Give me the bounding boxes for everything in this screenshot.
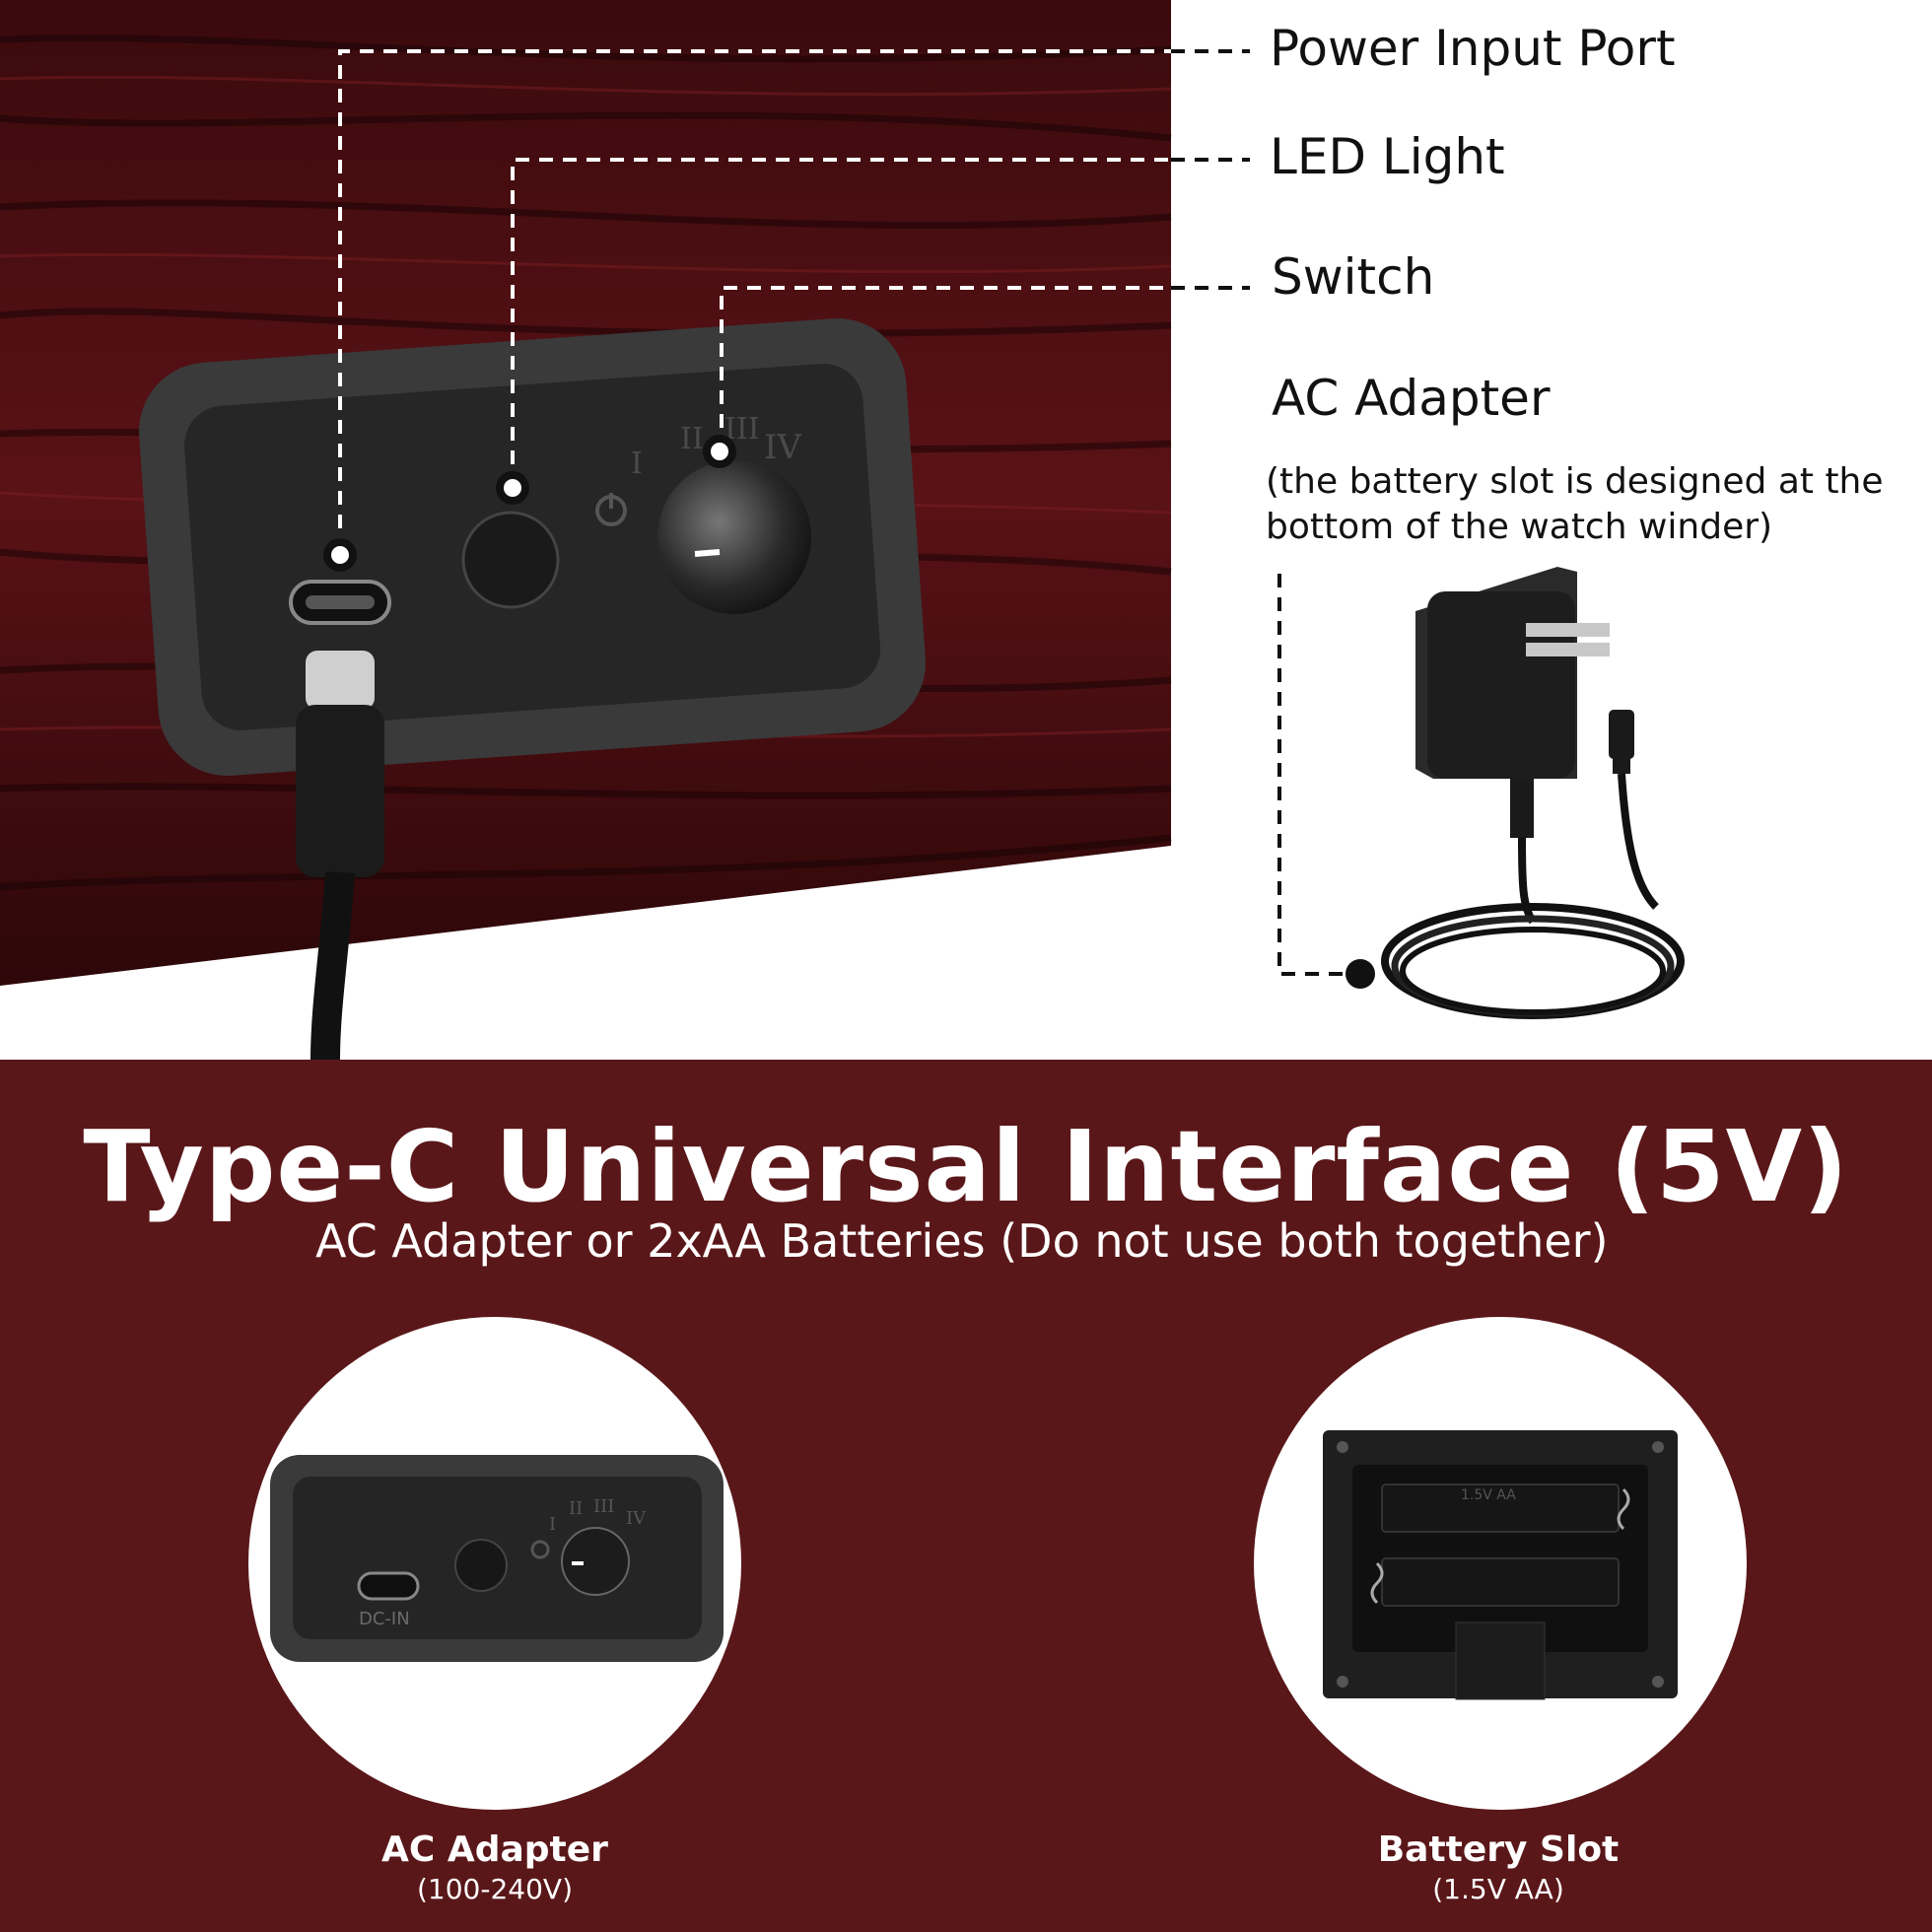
device-photo: I II III IV <box>0 0 1685 1061</box>
option-ac-adapter-title: AC Adapter <box>381 1829 608 1870</box>
dial-mark-4: IV <box>764 428 802 467</box>
usb-c-plug <box>306 651 375 710</box>
switch-dot <box>703 435 736 468</box>
ac-adapter-note: (the battery slot is designed at the bot… <box>1266 461 1884 547</box>
ac-adapter-circle: DC-IN I II III IV <box>248 1317 741 1810</box>
svg-text:I: I <box>549 1514 556 1535</box>
button-closeup <box>454 1539 508 1592</box>
headline: Type-C Universal Interface (5V) <box>83 1109 1849 1224</box>
callout-switch: Switch <box>1272 248 1435 306</box>
subheadline: AC Adapter or 2xAA Batteries (Do not use… <box>315 1214 1609 1268</box>
callout-power-input-port: Power Input Port <box>1270 20 1676 77</box>
led-button <box>461 511 560 609</box>
leaders-white <box>338 49 1171 552</box>
battery-slot-circle: 1.5V AA <box>1254 1317 1747 1810</box>
port-dot <box>323 538 357 572</box>
ac-adapter-image <box>1381 567 1685 1019</box>
callout-ac-adapter: AC Adapter <box>1272 370 1551 427</box>
callout-led-light: LED Light <box>1270 128 1505 185</box>
option-ac-adapter-subtitle: (100-240V) <box>417 1873 573 1905</box>
option-battery-slot-title: Battery Slot <box>1377 1829 1620 1870</box>
svg-text:II: II <box>569 1498 583 1519</box>
svg-text:III: III <box>593 1496 614 1517</box>
led-dot <box>496 471 529 505</box>
panel-closeup: DC-IN I II III IV <box>270 1455 724 1662</box>
top-section: I II III IV <box>0 0 1884 1061</box>
plug-housing <box>296 705 384 877</box>
dial-mark-2: II <box>680 422 704 456</box>
leaders-dark <box>1171 49 1358 976</box>
cable <box>310 871 355 1061</box>
knob-closeup <box>561 1527 630 1596</box>
svg-text:IV: IV <box>626 1508 647 1529</box>
power-icon-small <box>530 1540 550 1559</box>
battery-label: 1.5V AA <box>1461 1487 1516 1503</box>
dial-mark-1: I <box>631 447 643 481</box>
adapter-dot <box>1346 959 1375 989</box>
battery-compartment: 1.5V AA <box>1323 1430 1678 1700</box>
option-battery-slot-subtitle: (1.5V AA) <box>1432 1873 1564 1905</box>
port-label: DC-IN <box>359 1609 410 1629</box>
mode-knob <box>657 460 811 614</box>
